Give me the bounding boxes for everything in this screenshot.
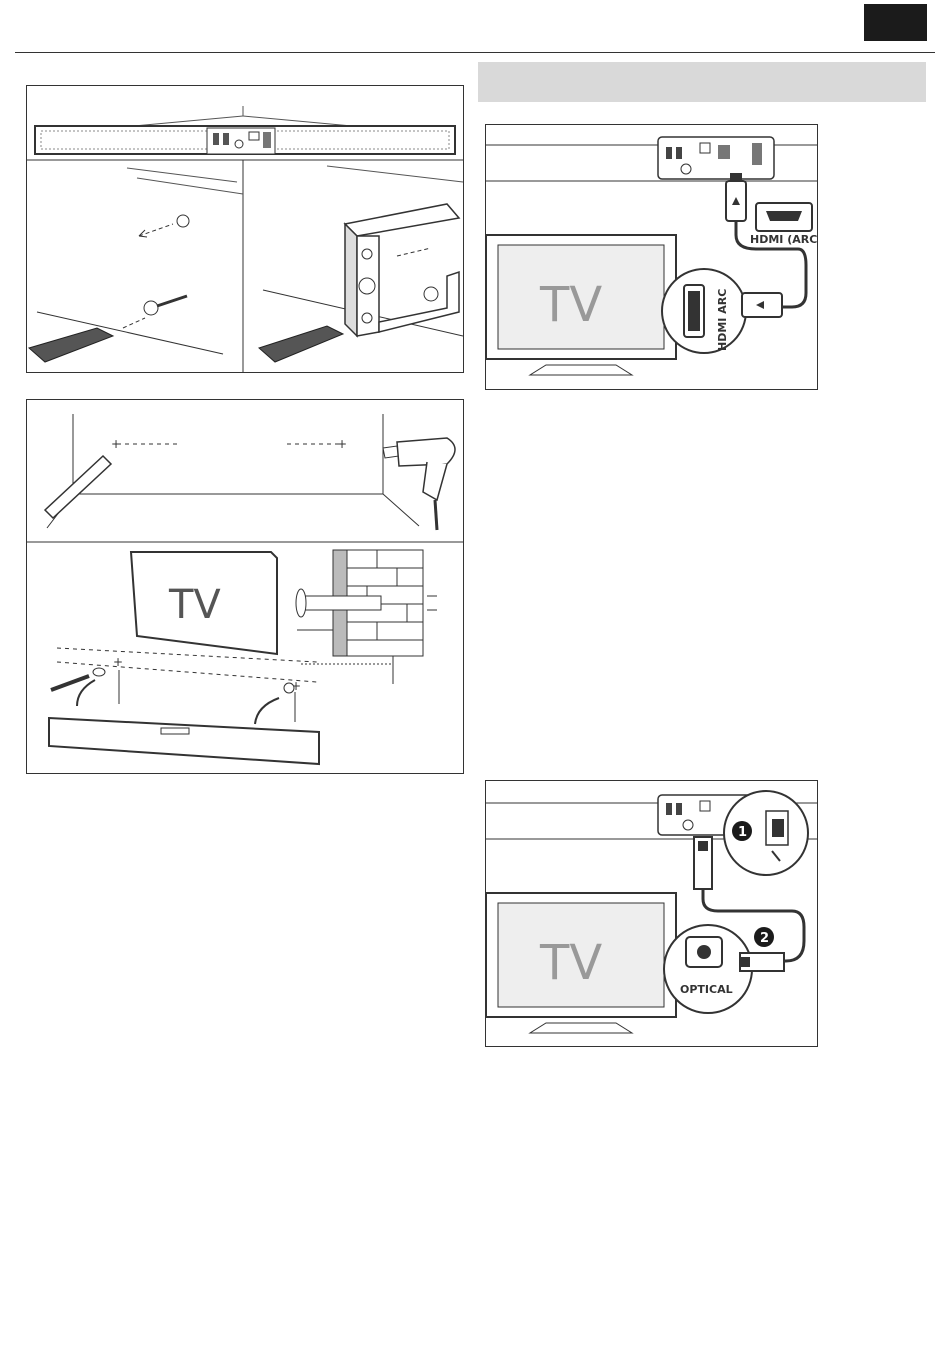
wall-anchor: [301, 596, 381, 610]
screw-icon: [144, 296, 187, 315]
tv-port-label: OPTICAL: [680, 983, 733, 996]
soundbar-port-label: HDMI (ARC): [750, 233, 817, 246]
step-2: 2: [760, 931, 769, 946]
wall-mounting-figure: + + TV: [26, 399, 464, 774]
screwdriver-icon-2: [259, 326, 343, 362]
tv-port-label: HDMI ARC: [716, 289, 729, 351]
section-heading-bar: [478, 62, 926, 102]
hdmi-connection-illustration: HDMI (ARC) TV HDMI ARC: [486, 125, 817, 389]
drill-icon: [383, 438, 455, 530]
svg-text:+: +: [111, 437, 121, 451]
tv-label: TV: [539, 935, 602, 991]
header-rule: [15, 52, 935, 53]
tv-label: TV: [168, 582, 221, 628]
bracket-mounting-illustration: [27, 86, 463, 372]
hdmi-connection-figure: HDMI (ARC) TV HDMI ARC: [485, 124, 818, 390]
tv-stand: [530, 1023, 632, 1033]
optical-connection-figure: 1 TV OPTICAL 2: [485, 780, 818, 1047]
language-badge: [864, 4, 927, 41]
soundbar-front: [49, 718, 319, 764]
svg-text:+: +: [337, 437, 347, 451]
wall-mounting-illustration: + + TV: [27, 400, 463, 773]
wall-plug-icon: [177, 215, 189, 227]
tv-stand: [530, 365, 632, 375]
step-1: 1: [738, 825, 747, 840]
svg-text:+: +: [113, 655, 123, 669]
bracket-icon: [345, 204, 459, 336]
screwdriver-icon: [29, 328, 113, 362]
optical-connection-illustration: 1 TV OPTICAL 2: [486, 781, 817, 1046]
pencil-icon: [45, 456, 111, 518]
tv-label: TV: [539, 277, 602, 333]
bracket-mounting-figure: [26, 85, 464, 373]
